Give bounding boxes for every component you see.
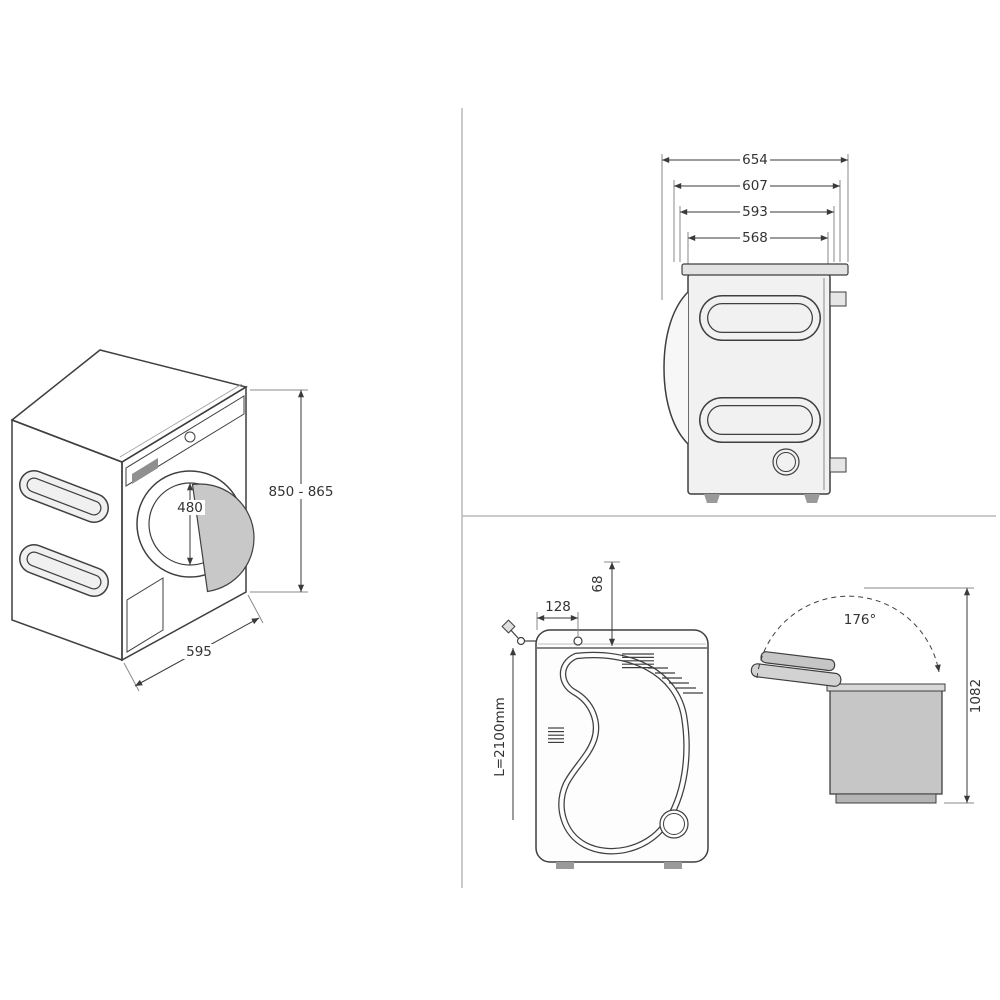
dim-depth-654: 654 (662, 152, 848, 168)
open-lid-view: 176° 1082 (750, 587, 984, 804)
panel-dividers (461, 108, 996, 888)
dim-height: 850 - 865 (250, 389, 334, 593)
dim-label-bg (175, 500, 205, 515)
side-recess-oval-bottom (19, 544, 109, 597)
drain-hose-fitting (501, 619, 536, 646)
dim-door-diameter: 480 (175, 483, 205, 565)
top-foot-right (664, 862, 682, 869)
side-foot-left (704, 494, 720, 503)
dim-label-bg (269, 484, 334, 499)
height-range-label: 850 - 865 (269, 484, 334, 500)
vent-offset-label: 68 (590, 575, 606, 592)
dim-depth-568: 568 (688, 230, 828, 246)
hose-length-label: L=2100mm (492, 697, 508, 777)
side-filter-cap-inner (776, 452, 796, 472)
top-filter-cap-inner (663, 813, 685, 835)
ext-line-left (123, 662, 140, 692)
program-knob (184, 431, 196, 443)
dim-width: 595 (123, 594, 264, 692)
side-view: 654 607 593 568 (661, 152, 849, 503)
top-view: L=2100mm 128 68 (492, 561, 709, 869)
top-lid-seam (119, 383, 243, 458)
side-top-lid (681, 263, 849, 276)
rear-bracket-bottom (829, 457, 847, 473)
oval-inner-fill (27, 552, 101, 589)
width-label: 595 (186, 644, 212, 660)
side-recess-oval-top (19, 470, 109, 523)
depth-568-label: 568 (742, 230, 768, 246)
hose-clamp (516, 636, 526, 646)
ext-line-right (247, 594, 264, 624)
door-glass-shape (191, 483, 255, 593)
machine-left-face (11, 418, 123, 662)
depth-593-label: 593 (742, 204, 768, 220)
total-height-label: 1082 (968, 679, 984, 713)
dim-label-bg (740, 153, 770, 167)
machine-top-face (10, 349, 248, 463)
side-foot-right (804, 494, 820, 503)
depth-607-label: 607 (742, 178, 768, 194)
top-filter-cap (659, 809, 689, 839)
dim-label-bg (740, 205, 770, 219)
open-lid (750, 651, 842, 687)
dim-total-height: 1082 (864, 587, 984, 804)
stair-vent-slats (648, 667, 703, 694)
lid-body (829, 689, 943, 795)
left-vent-slats (548, 727, 564, 744)
lid-slab-upper (760, 651, 836, 672)
rear-bracket-top (829, 291, 847, 307)
dim-vent-offset: 68 (590, 561, 620, 646)
door-bulge (663, 291, 689, 445)
dim-hose-length: L=2100mm (492, 648, 517, 820)
control-panel (125, 395, 245, 487)
oval-inner-fill (27, 478, 101, 515)
duct-inner (559, 653, 689, 854)
lid-swing-arc (756, 595, 941, 679)
dim-hose-offset: 128 (536, 599, 579, 636)
door-diameter-label: 480 (177, 500, 203, 516)
dim-depth-593: 593 (680, 204, 834, 220)
dim-label-bg (740, 179, 770, 193)
top-body (535, 629, 709, 863)
dim-depth-607: 607 (674, 178, 840, 194)
hose-position-marker (573, 636, 583, 646)
isometric-view: 480 850 - 865 595 (10, 349, 334, 692)
machine-front-face (121, 385, 247, 662)
air-duct-loop (558, 651, 690, 855)
lid-base (835, 793, 937, 804)
hose-head (501, 619, 516, 634)
lid-slab-lower (750, 663, 842, 687)
dim-label-bg (740, 231, 770, 245)
hose-offset-label: 128 (545, 599, 571, 615)
open-door-glass (191, 483, 255, 593)
depth-654-label: 654 (742, 152, 768, 168)
dim-label-bg (182, 644, 216, 659)
lid-rim (826, 683, 946, 692)
lid-angle-label: 176° (844, 612, 877, 628)
top-foot-left (556, 862, 574, 869)
display-window (132, 458, 158, 484)
